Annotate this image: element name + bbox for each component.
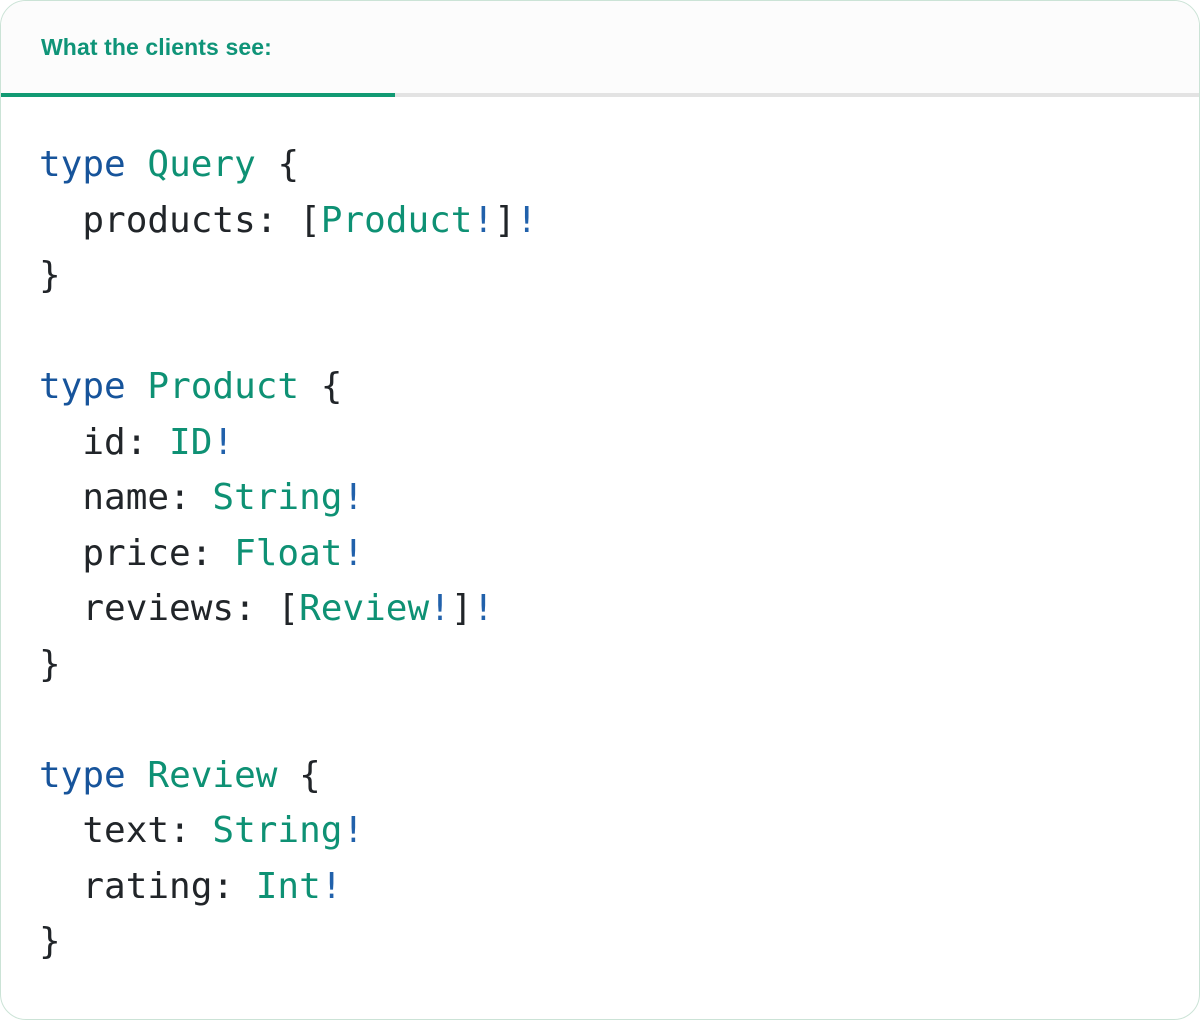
code-token — [126, 366, 148, 407]
code-token: type — [39, 366, 126, 407]
code-line: price: Float! — [39, 526, 1159, 582]
code-token: ! — [342, 810, 365, 851]
code-line: text: String! — [39, 803, 1159, 859]
code-token: ] — [494, 199, 516, 241]
code-token: ID — [169, 421, 213, 463]
code-token: { — [299, 366, 343, 407]
code-line: } — [39, 637, 1159, 693]
code-line: reviews: [Review!]! — [39, 581, 1159, 637]
code-token: price: — [39, 532, 235, 574]
code-line: type Review { — [39, 748, 1159, 804]
code-token: } — [39, 643, 61, 685]
code-line: name: String! — [39, 470, 1159, 526]
tab-bar: What the clients see: — [1, 1, 1199, 97]
code-token: String — [212, 477, 343, 518]
code-token: ! — [342, 477, 365, 518]
code-token: } — [39, 921, 61, 962]
code-token: { — [255, 144, 300, 185]
code-token: ! — [320, 865, 343, 907]
code-token: ! — [342, 532, 365, 574]
code-token: String — [212, 810, 343, 851]
active-tab-underline — [1, 93, 395, 97]
tab-label: What the clients see: — [41, 33, 272, 60]
code-token: ! — [429, 588, 451, 629]
code-token: } — [39, 255, 61, 296]
code-token: name: — [39, 477, 213, 518]
code-token: Float — [234, 532, 343, 574]
code-line — [39, 304, 1159, 360]
code-token: reviews: [ — [39, 588, 300, 629]
code-token: type — [39, 754, 126, 796]
code-line: rating: Int! — [39, 859, 1159, 915]
code-token: type — [39, 144, 126, 185]
code-line: type Product { — [39, 359, 1159, 415]
code-token: ] — [450, 588, 473, 629]
code-token: Product — [320, 199, 473, 241]
code-token — [126, 755, 148, 796]
code-line: } — [39, 248, 1159, 304]
code-line — [39, 692, 1159, 748]
code-token: ! — [472, 588, 495, 629]
tab-what-clients-see[interactable]: What the clients see: — [1, 1, 395, 97]
code-token: text: — [39, 810, 213, 851]
code-token: Review — [299, 588, 430, 629]
code-token: Int — [255, 865, 321, 907]
code-token: rating: — [39, 865, 256, 907]
code-line: id: ID! — [39, 415, 1159, 471]
code-line: } — [39, 914, 1159, 970]
code-token: Product — [147, 366, 300, 407]
code-token — [126, 144, 148, 185]
code-token: Query — [147, 144, 256, 185]
code-line: products: [Product!]! — [39, 193, 1159, 249]
code-token: products: [ — [39, 199, 321, 241]
code-token: ! — [515, 199, 538, 241]
code-block: type Query { products: [Product!]!} type… — [1, 97, 1199, 970]
code-token: { — [277, 754, 321, 796]
code-line: type Query { — [39, 137, 1159, 193]
code-token: ! — [472, 199, 495, 241]
code-token: ! — [212, 421, 235, 463]
code-token: Review — [147, 754, 278, 796]
code-token: id: — [39, 421, 170, 463]
